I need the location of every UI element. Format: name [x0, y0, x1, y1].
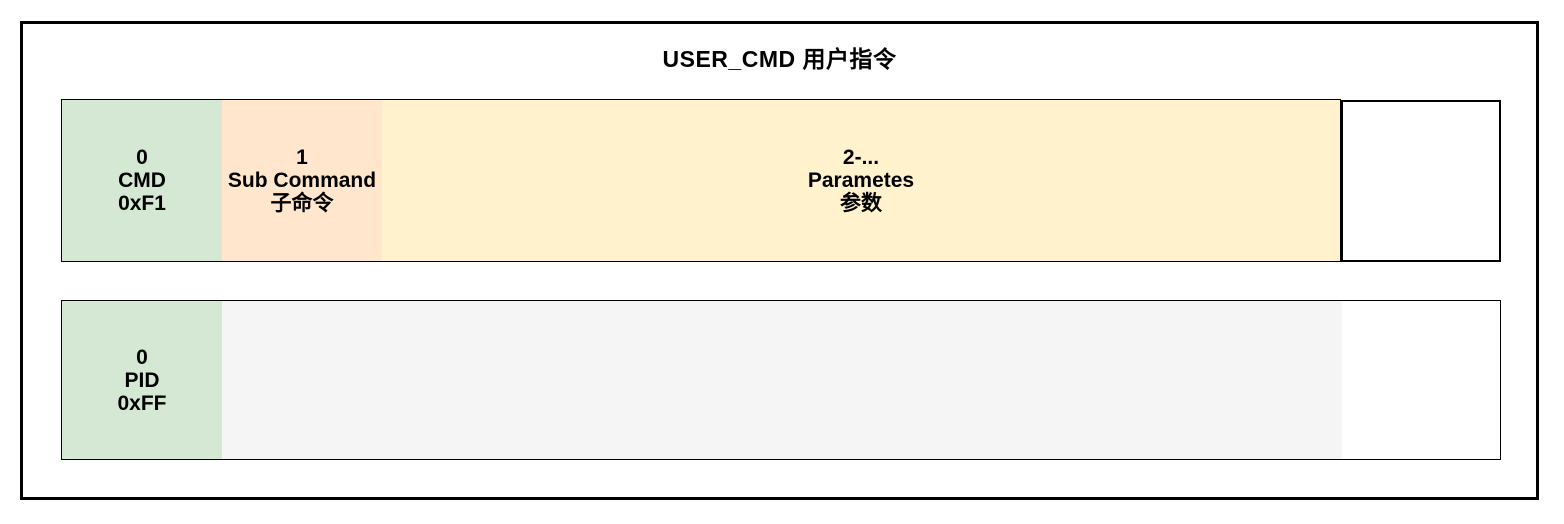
pid-byte0-cell: 0 PID 0xFF — [62, 301, 222, 459]
cmd-subcommand-index: 1 — [296, 146, 308, 169]
diagram-title: USER_CMD 用户指令 — [662, 46, 897, 72]
cmd-byte0-index: 0 — [136, 146, 148, 169]
pid-body-cell — [222, 301, 1342, 459]
pid-byte0-name: PID — [124, 368, 160, 392]
pid-byte0-index: 0 — [136, 345, 148, 369]
cmd-parameters-cell: 2-... Parametes 参数 — [382, 100, 1340, 261]
cmd-parameters-value: 参数 — [840, 192, 882, 215]
cmd-subcommand-name: Sub Command — [227, 169, 377, 192]
cmd-subcommand-value: 子命令 — [270, 192, 334, 215]
cmd-byte0-cell: 0 CMD 0xF1 — [62, 100, 222, 261]
cmd-byte0-value: 0xF1 — [118, 192, 166, 215]
pid-byte0-value: 0xFF — [117, 391, 167, 415]
cmd-byte-row: 0 CMD 0xF1 1 Sub Command 子命令 2-... Param… — [61, 99, 1341, 262]
cmd-parameters-index: 2-... — [842, 146, 880, 169]
pid-byte-row: 0 PID 0xFF — [61, 300, 1501, 460]
cmd-parameters-name: Parametes — [807, 169, 915, 192]
cmd-subcommand-cell: 1 Sub Command 子命令 — [222, 100, 382, 261]
pid-trailer-cell — [1342, 301, 1500, 459]
cmd-byte0-name: CMD — [118, 169, 166, 192]
cmd-trailer-box — [1341, 100, 1501, 262]
